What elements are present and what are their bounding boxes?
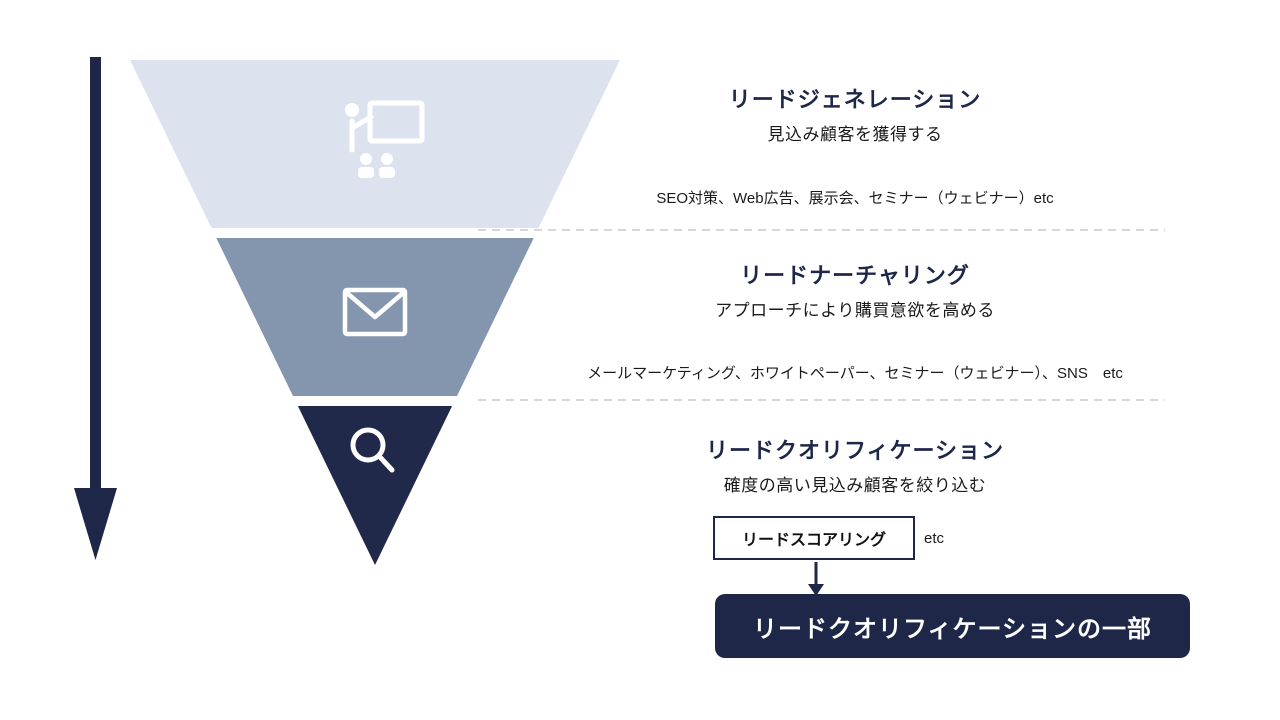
stage-1-examples: SEO対策、Web広告、展示会、セミナー（ウェビナー）etc (656, 190, 1054, 207)
funnel-stage-3-shape (297, 406, 453, 565)
down-arrow (74, 57, 117, 560)
connector-arrow (808, 562, 824, 596)
lead-scoring-label: リードスコアリング (741, 532, 886, 549)
stage-1-title: リードジェネレーション (728, 87, 982, 112)
etc-label: etc (924, 530, 945, 547)
callout-banner: リードクオリフィケーションの一部 (715, 594, 1190, 658)
envelope-icon (342, 287, 408, 337)
magnifier-icon (350, 427, 395, 473)
presentation-icon (345, 100, 425, 178)
stage-2-subtitle: アプローチにより購買意欲を高める (715, 301, 995, 320)
stage-3-subtitle: 確度の高い見込み顧客を絞り込む (723, 476, 987, 495)
stage-1-subtitle: 見込み顧客を獲得する (767, 125, 943, 144)
callout-label: リードクオリフィケーションの一部 (752, 615, 1153, 643)
stage-2-title: リードナーチャリング (740, 263, 970, 288)
lead-scoring-box: リードスコアリング (713, 516, 915, 560)
funnel-stage-1-shape (130, 60, 620, 228)
stage-3-title: リードクオリフィケーション (705, 438, 1005, 463)
stage-2-examples: メールマーケティング、ホワイトペーパー、セミナー（ウェビナー）、SNS etc (587, 365, 1123, 382)
